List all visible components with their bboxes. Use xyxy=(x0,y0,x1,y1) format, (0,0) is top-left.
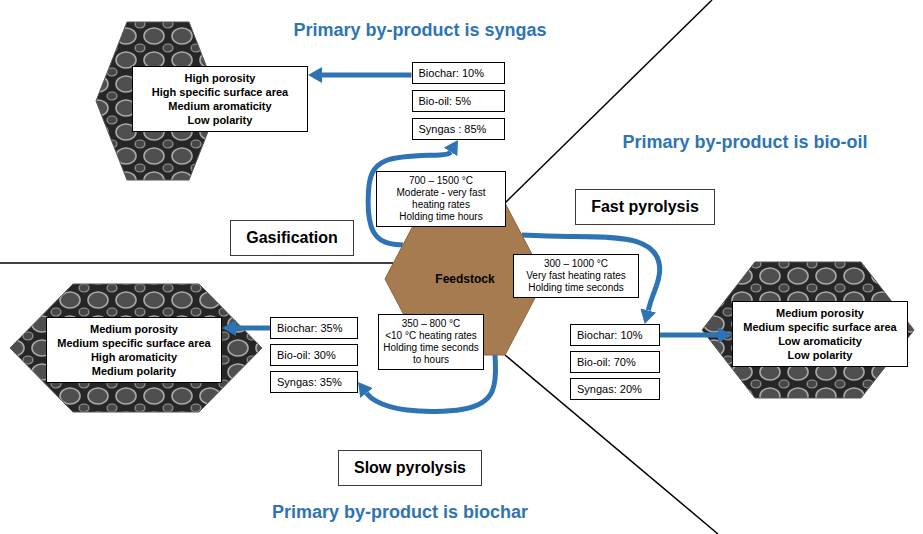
flow-arrow xyxy=(660,333,718,338)
property-box: Medium porosityMedium specific surface a… xyxy=(732,301,908,367)
yield-box: Syngas : 85% xyxy=(412,118,505,140)
node-text: Medium polarity xyxy=(52,364,216,378)
region-heading: Primary by-product is biochar xyxy=(272,501,528,523)
node-text: Fast pyrolysis xyxy=(591,197,699,217)
node-text: Low polarity xyxy=(738,348,902,362)
yield-box: Bio-oil: 30% xyxy=(270,344,358,366)
condition-box: 300 – 1000 °CVery fast heating ratesHold… xyxy=(513,254,639,298)
region-divider xyxy=(0,262,393,264)
yield-box: Bio-oil: 70% xyxy=(570,351,660,373)
process-box: Slow pyrolysis xyxy=(338,450,482,486)
node-text: High aromaticity xyxy=(52,350,216,364)
node-text: High specific surface area xyxy=(138,85,302,99)
property-box: Medium porosityMedium specific surface a… xyxy=(46,317,222,383)
node-text: High porosity xyxy=(138,71,302,85)
yield-box: Biochar: 10% xyxy=(570,324,660,346)
yield-box: Syngas: 35% xyxy=(270,371,358,393)
node-text: Very fast heating rates xyxy=(518,270,634,282)
node-text: Bio-oil: 30% xyxy=(277,348,351,362)
node-text: Low aromaticity xyxy=(738,334,902,348)
yield-box: Bio-oil: 5% xyxy=(412,90,505,112)
property-box: High porosityHigh specific surface areaM… xyxy=(132,66,308,132)
node-text: Holding time seconds to hours xyxy=(383,342,479,366)
node-text: Medium specific surface area xyxy=(738,320,902,334)
sem-image xyxy=(10,284,262,412)
region-divider xyxy=(505,355,718,534)
node-text: Moderate - very fast heating rates xyxy=(381,187,501,211)
node-text: 350 – 800 °C xyxy=(383,318,479,330)
node-text: <10 °C heating rates xyxy=(383,330,479,342)
node-text: Slow pyrolysis xyxy=(354,458,466,478)
flow-arrow xyxy=(322,73,412,78)
node-text: Biochar: 10% xyxy=(577,328,653,342)
yield-box: Biochar: 10% xyxy=(412,62,505,84)
yield-box: Biochar: 35% xyxy=(270,317,358,339)
condition-box: 350 – 800 °C<10 °C heating ratesHolding … xyxy=(378,314,484,370)
node-text: Medium specific surface area xyxy=(52,336,216,350)
region-heading: Primary by-product is bio-oil xyxy=(622,131,867,153)
yield-box: Syngas: 20% xyxy=(570,378,660,400)
process-box: Fast pyrolysis xyxy=(575,189,715,225)
node-text: Syngas: 35% xyxy=(277,375,351,389)
node-text: Holding time hours xyxy=(381,211,501,223)
process-box: Gasification xyxy=(230,220,354,256)
flow-arrow xyxy=(236,326,270,331)
node-text: Bio-oil: 70% xyxy=(577,355,653,369)
condition-box: 700 – 1500 °CModerate - very fast heatin… xyxy=(376,171,506,227)
node-text: Medium porosity xyxy=(738,306,902,320)
sem-image xyxy=(702,262,914,398)
node-text: 300 – 1000 °C xyxy=(518,258,634,270)
node-text: Syngas : 85% xyxy=(419,122,498,136)
node-text: Syngas: 20% xyxy=(577,382,653,396)
region-heading: Primary by-product is syngas xyxy=(293,19,546,41)
node-text: Feedstock xyxy=(435,272,494,286)
node-text: Medium aromaticity xyxy=(138,99,302,113)
node-text: 700 – 1500 °C xyxy=(381,175,501,187)
node-text: Medium porosity xyxy=(52,322,216,336)
node-text: Holding time seconds xyxy=(518,282,634,294)
node-text: Biochar: 35% xyxy=(277,321,351,335)
node-text: Biochar: 10% xyxy=(419,66,498,80)
node-text: Gasification xyxy=(246,228,338,248)
node-text: Low polarity xyxy=(138,113,302,127)
node-text: Bio-oil: 5% xyxy=(419,94,498,108)
